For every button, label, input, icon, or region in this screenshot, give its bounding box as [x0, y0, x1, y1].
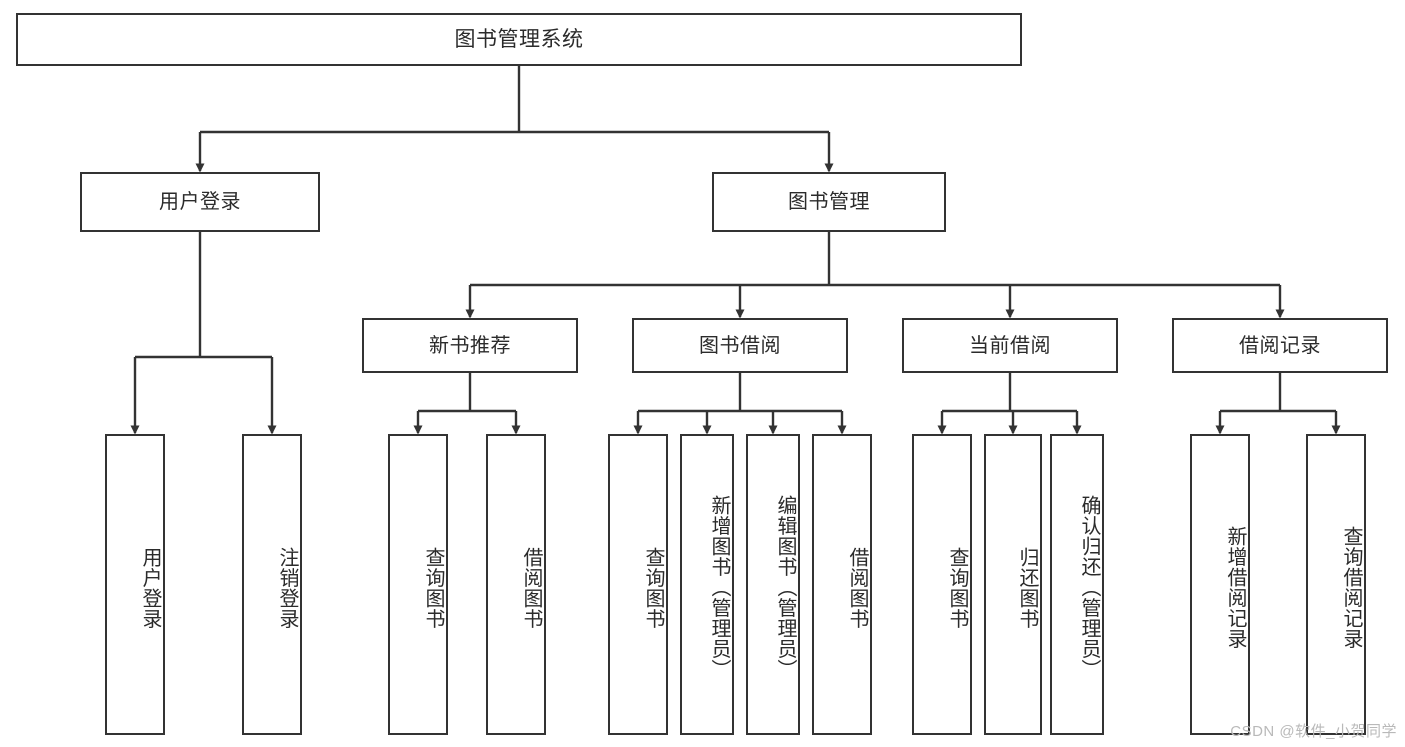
node-label: 编辑图书（管理员） [774, 495, 796, 680]
node-label: 注销登录 [276, 546, 298, 629]
node-label: 归还图书 [1016, 546, 1038, 629]
node-leaf-12[interactable]: 新增借阅记录 [1190, 434, 1250, 735]
node-current[interactable]: 当前借阅 [902, 318, 1118, 373]
node-bookmgmt[interactable]: 图书管理 [712, 172, 946, 232]
node-label: 查询图书 [946, 546, 968, 629]
node-leaf-1[interactable]: 用户登录 [105, 434, 165, 735]
node-label: 图书管理 [788, 191, 870, 213]
node-label: 新增借阅记录 [1224, 526, 1246, 649]
node-leaf-4[interactable]: 借阅图书 [486, 434, 546, 735]
node-leaf-8[interactable]: 借阅图书 [812, 434, 872, 735]
node-label: 借阅图书 [520, 546, 542, 629]
node-leaf-7[interactable]: 编辑图书（管理员） [746, 434, 800, 735]
node-leaf-2[interactable]: 注销登录 [242, 434, 302, 735]
node-leaf-11[interactable]: 确认归还（管理员） [1050, 434, 1104, 735]
node-root[interactable]: 图书管理系统 [16, 13, 1022, 66]
node-label: 用户登录 [139, 546, 161, 629]
node-label: 图书借阅 [699, 334, 781, 357]
node-login[interactable]: 用户登录 [80, 172, 320, 232]
node-label: 查询借阅记录 [1340, 526, 1362, 649]
node-leaf-10[interactable]: 归还图书 [984, 434, 1042, 735]
node-label: 图书管理系统 [454, 27, 584, 51]
node-label: 新书推荐 [429, 334, 511, 357]
node-leaf-13[interactable]: 查询借阅记录 [1306, 434, 1366, 735]
node-newbook[interactable]: 新书推荐 [362, 318, 578, 373]
node-leaf-5[interactable]: 查询图书 [608, 434, 668, 735]
node-leaf-9[interactable]: 查询图书 [912, 434, 972, 735]
node-leaf-3[interactable]: 查询图书 [388, 434, 448, 735]
node-borrow[interactable]: 图书借阅 [632, 318, 848, 373]
node-label: 新增图书（管理员） [708, 495, 730, 680]
watermark: CSDN @软件_小贺同学 [1230, 723, 1397, 740]
node-label: 用户登录 [159, 191, 241, 213]
node-label: 查询图书 [642, 546, 664, 629]
node-records[interactable]: 借阅记录 [1172, 318, 1388, 373]
node-label: 查询图书 [422, 546, 444, 629]
node-leaf-6[interactable]: 新增图书（管理员） [680, 434, 734, 735]
node-label: 当前借阅 [969, 334, 1051, 357]
node-label: 借阅记录 [1239, 334, 1321, 357]
node-label: 借阅图书 [846, 546, 868, 629]
node-label: 确认归还（管理员） [1078, 495, 1100, 680]
